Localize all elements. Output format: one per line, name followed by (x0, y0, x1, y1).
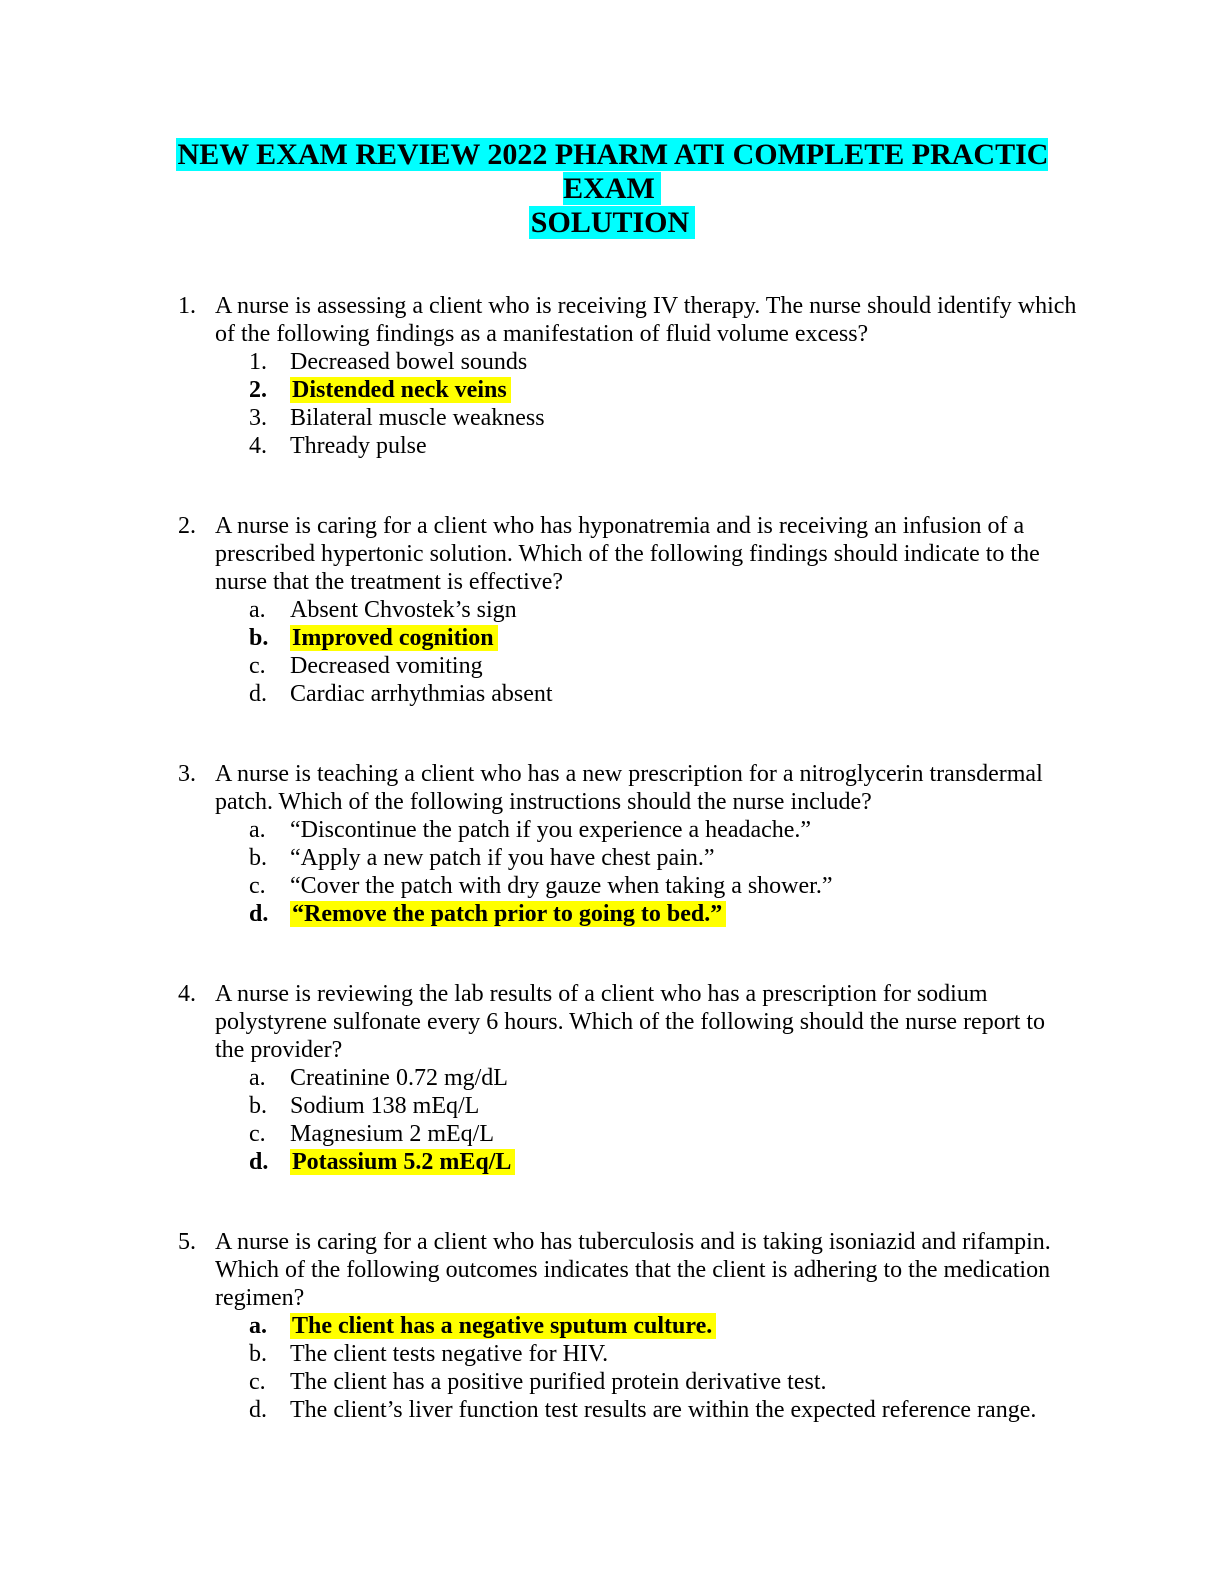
title-highlight: NEW EXAM REVIEW 2022 PHARM ATI COMPLETE … (175, 138, 1049, 205)
answer-option: d. “Remove the patch prior to going to b… (215, 900, 1080, 928)
answer-option: c. “Cover the patch with dry gauze when … (215, 872, 1080, 900)
question-number: 2. (178, 513, 196, 539)
option-marker: b. (249, 845, 267, 871)
option-marker: c. (249, 873, 266, 899)
question-1: 1. A nurse is assessing a client who is … (144, 292, 1080, 460)
answer-option: 3. Bilateral muscle weakness (215, 404, 1080, 432)
question-2: 2. A nurse is caring for a client who ha… (144, 512, 1080, 708)
options-list: a. Creatinine 0.72 mg/dL b. Sodium 138 m… (215, 1064, 1080, 1176)
options-list: a. “Discontinue the patch if you experie… (215, 816, 1080, 928)
option-text: The client has a positive purified prote… (290, 1369, 827, 1395)
document-title-line2: SOLUTION (144, 206, 1080, 240)
answer-option: a. The client has a negative sputum cult… (215, 1312, 1080, 1340)
question-text: A nurse is reviewing the lab results of … (215, 981, 1046, 1063)
question-4: 4. A nurse is reviewing the lab results … (144, 980, 1080, 1176)
answer-option: c. Magnesium 2 mEq/L (215, 1120, 1080, 1148)
answer-option: b. The client tests negative for HIV. (215, 1340, 1080, 1368)
question-number: 5. (178, 1229, 196, 1255)
option-marker: 4. (249, 433, 267, 459)
answer-option: d. The client’s liver function test resu… (215, 1396, 1080, 1424)
answer-option: b. Improved cognition (215, 624, 1080, 652)
option-marker: d. (249, 1397, 267, 1423)
option-text: Cardiac arrhythmias absent (290, 681, 553, 707)
option-text: Sodium 138 mEq/L (290, 1093, 480, 1119)
options-list: a. The client has a negative sputum cult… (215, 1312, 1080, 1424)
option-text: “Cover the patch with dry gauze when tak… (290, 873, 833, 899)
option-text: Potassium 5.2 mEq/L (290, 1149, 516, 1175)
answer-option: 1. Decreased bowel sounds (215, 348, 1080, 376)
answer-option: a. Creatinine 0.72 mg/dL (215, 1064, 1080, 1092)
option-text: Creatinine 0.72 mg/dL (290, 1065, 508, 1091)
question-number: 1. (178, 293, 196, 319)
option-marker: b. (249, 625, 269, 651)
option-marker: a. (249, 1065, 266, 1091)
option-marker: c. (249, 1369, 266, 1395)
option-text: Magnesium 2 mEq/L (290, 1121, 494, 1147)
option-marker: d. (249, 681, 267, 707)
question-number: 4. (178, 981, 196, 1007)
option-text: “Discontinue the patch if you experience… (290, 817, 812, 843)
option-text: Improved cognition (290, 625, 498, 651)
option-marker: 2. (249, 377, 267, 403)
option-marker: c. (249, 1121, 266, 1147)
question-5: 5. A nurse is caring for a client who ha… (144, 1228, 1080, 1424)
answer-option: 4. Thready pulse (215, 432, 1080, 460)
answer-option: b. “Apply a new patch if you have chest … (215, 844, 1080, 872)
option-text: The client has a negative sputum culture… (290, 1313, 717, 1339)
option-marker: a. (249, 1313, 267, 1339)
option-text: Distended neck veins (290, 377, 511, 403)
answer-option: 2. Distended neck veins (215, 376, 1080, 404)
option-text: “Remove the patch prior to going to bed.… (290, 901, 727, 927)
option-text: The client tests negative for HIV. (290, 1341, 609, 1367)
option-text: The client’s liver function test results… (290, 1397, 1037, 1423)
option-marker: b. (249, 1341, 267, 1367)
option-text: “Apply a new patch if you have chest pai… (290, 845, 715, 871)
option-marker: a. (249, 817, 266, 843)
answer-option: d. Cardiac arrhythmias absent (215, 680, 1080, 708)
option-text: Bilateral muscle weakness (290, 405, 545, 431)
option-marker: 1. (249, 349, 267, 375)
option-marker: a. (249, 597, 266, 623)
options-list: a. Absent Chvostek’s sign b. Improved co… (215, 596, 1080, 708)
document-title: NEW EXAM REVIEW 2022 PHARM ATI COMPLETE … (144, 138, 1080, 240)
answer-option: c. Decreased vomiting (215, 652, 1080, 680)
question-text: A nurse is caring for a client who has t… (215, 1229, 1051, 1311)
title-highlight: SOLUTION (528, 206, 696, 239)
option-text: Absent Chvostek’s sign (290, 597, 517, 623)
option-marker: 3. (249, 405, 267, 431)
option-marker: d. (249, 1149, 269, 1175)
document-title-line1: NEW EXAM REVIEW 2022 PHARM ATI COMPLETE … (144, 138, 1080, 206)
answer-option: a. Absent Chvostek’s sign (215, 596, 1080, 624)
option-text: Decreased vomiting (290, 653, 483, 679)
option-marker: c. (249, 653, 266, 679)
answer-option: d. Potassium 5.2 mEq/L (215, 1148, 1080, 1176)
question-text: A nurse is assessing a client who is rec… (215, 293, 1077, 347)
options-list: 1. Decreased bowel sounds 2. Distended n… (215, 348, 1080, 460)
option-marker: d. (249, 901, 269, 927)
answer-option: b. Sodium 138 mEq/L (215, 1092, 1080, 1120)
question-text: A nurse is caring for a client who has h… (215, 513, 1040, 595)
question-number: 3. (178, 761, 196, 787)
answer-option: c. The client has a positive purified pr… (215, 1368, 1080, 1396)
question-3: 3. A nurse is teaching a client who has … (144, 760, 1080, 928)
answer-option: a. “Discontinue the patch if you experie… (215, 816, 1080, 844)
question-text: A nurse is teaching a client who has a n… (215, 761, 1043, 815)
option-marker: b. (249, 1093, 267, 1119)
option-text: Thready pulse (290, 433, 427, 459)
option-text: Decreased bowel sounds (290, 349, 528, 375)
